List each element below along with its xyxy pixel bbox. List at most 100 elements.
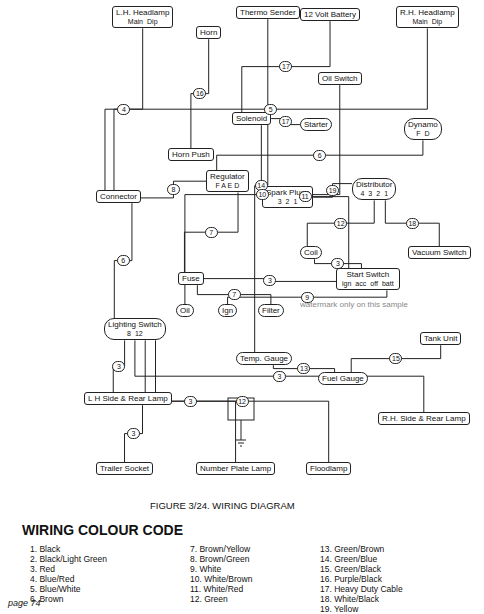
wire	[307, 200, 374, 246]
wire	[351, 345, 440, 372]
component-box: Horn Push	[168, 148, 214, 161]
colour-code-entry: 8. Brown/Green	[190, 554, 250, 564]
component-label: R.H. Headlamp	[400, 8, 455, 17]
colour-code-entry: 1. Black	[30, 544, 60, 554]
wire-colour-number: 13	[297, 363, 310, 374]
component-label: L.H. Headlamp	[116, 8, 169, 17]
component-label: Filter	[262, 306, 280, 315]
colour-code-entry: 2. Black/Light Green	[30, 554, 107, 564]
component-box: Vacuum Switch	[408, 246, 471, 259]
colour-code-entry: 6. Brown	[30, 594, 64, 604]
wire	[191, 39, 209, 148]
terminal-label: 1	[294, 198, 298, 206]
terminal-label: acc	[355, 280, 366, 288]
terminal-label: Dip	[432, 18, 443, 26]
colour-code-entry: 5. Blue/White	[30, 584, 81, 594]
component-label: Number Plate Lamp	[200, 464, 271, 473]
wire	[217, 140, 423, 170]
wire	[242, 21, 330, 112]
wire	[185, 85, 340, 304]
component-label: Starter	[304, 120, 328, 129]
wire	[113, 340, 124, 392]
terminal-label: Main	[412, 18, 427, 26]
terminal-label: 12	[135, 330, 143, 338]
component-box: Trailer Socket	[96, 462, 153, 475]
wire	[184, 192, 238, 272]
wire-colour-number: 3	[184, 396, 197, 407]
colour-code-entry: 7. Brown/Yellow	[190, 544, 250, 554]
colour-code-entry: 9. White	[190, 564, 221, 574]
terminal-label: Dip	[147, 18, 158, 26]
figure-caption: FIGURE 3/24. WIRING DIAGRAM	[150, 500, 295, 511]
component-box: Tank Unit	[420, 332, 461, 345]
colour-code-entry: 12. Green	[190, 594, 228, 604]
terminal-label: D	[425, 130, 430, 138]
wire	[156, 340, 329, 462]
colour-code-entry: 10. White/Brown	[190, 574, 252, 584]
terminal-label: 8	[127, 330, 131, 338]
component-box: Horn	[196, 26, 221, 39]
colour-code-entry: 13. Green/Brown	[320, 544, 384, 554]
component-label: Thermo Sender	[240, 8, 296, 17]
component-label: Ign	[222, 306, 233, 315]
component-box: RegulatorF A E D	[206, 170, 249, 192]
wire	[385, 200, 439, 246]
wire-colour-number: 3	[112, 361, 125, 372]
component-label: Vacuum Switch	[412, 248, 467, 257]
component-box: Start Switchignaccoffbatt	[336, 268, 400, 290]
terminal-label: 1	[384, 190, 388, 198]
component-label: Oil	[180, 306, 190, 315]
component-label: Solenoid	[236, 114, 267, 123]
wire-colour-number: 6	[117, 255, 130, 266]
wire-colour-number: 16	[193, 88, 206, 99]
component-label: Fuel Gauge	[322, 374, 364, 383]
wire-colour-number: 6	[313, 150, 326, 161]
colour-code-entry: 4. Blue/Red	[30, 574, 74, 584]
wire-colour-number: 18	[406, 218, 419, 229]
wire	[125, 405, 143, 462]
component-box: R.H. HeadlampMain Dip	[396, 6, 459, 28]
wire-colour-number: 11	[299, 191, 312, 202]
terminal-label: F	[416, 130, 420, 138]
component-label: Dynamo	[408, 120, 438, 129]
wire	[197, 285, 271, 304]
component-box: Thermo Sender	[236, 6, 300, 19]
component-box: DynamoFD	[404, 118, 442, 140]
wire	[114, 203, 132, 318]
watermark: watermark only on this sample	[300, 300, 408, 309]
earth-symbol	[236, 420, 246, 446]
component-box: 12 Volt Battery	[300, 8, 360, 21]
component-box: Ign	[218, 304, 237, 317]
wire-colour-number: 17	[279, 116, 292, 127]
component-box: Oil	[176, 304, 194, 317]
wire-colour-number: 19	[326, 185, 339, 196]
component-box: Oil Switch	[318, 72, 362, 85]
wire-colour-number: 12	[334, 218, 347, 229]
component-box: Connector	[96, 190, 141, 203]
wire-colour-number: 3	[273, 371, 286, 382]
wire	[255, 19, 268, 352]
component-box: Fuse	[178, 272, 204, 285]
component-box: Filter	[258, 304, 284, 317]
wire-colour-number: 4	[117, 104, 130, 115]
wire-colour-number: 15	[389, 353, 402, 364]
component-label: 12 Volt Battery	[304, 10, 356, 19]
colour-code-entry: 15. Green/Black	[320, 564, 381, 574]
component-label: Floodlamp	[310, 464, 347, 473]
legend-heading: WIRING COLOUR CODE	[22, 522, 183, 538]
component-box: Temp. Gauge	[236, 352, 292, 365]
component-label: L H Side & Rear Lamp	[88, 394, 168, 403]
component-box: Lighting Switch8 12	[104, 318, 166, 340]
wire-colour-number: 3	[127, 428, 140, 439]
component-label: Fuse	[182, 274, 200, 283]
colour-code-entry: 18. White/Black	[320, 594, 379, 604]
component-box: R.H. Side & Rear Lamp	[378, 412, 470, 425]
component-label: R.H. Side & Rear Lamp	[382, 414, 466, 423]
colour-code-entry: 11. White/Red	[190, 584, 243, 594]
component-label: Oil Switch	[322, 74, 358, 83]
component-label: Horn	[200, 28, 217, 37]
terminal-label: 3	[278, 198, 282, 206]
component-label: Lighting Switch	[108, 320, 162, 329]
wire	[114, 28, 427, 190]
colour-code-entry: 17. Heavy Duty Cable	[320, 584, 403, 594]
